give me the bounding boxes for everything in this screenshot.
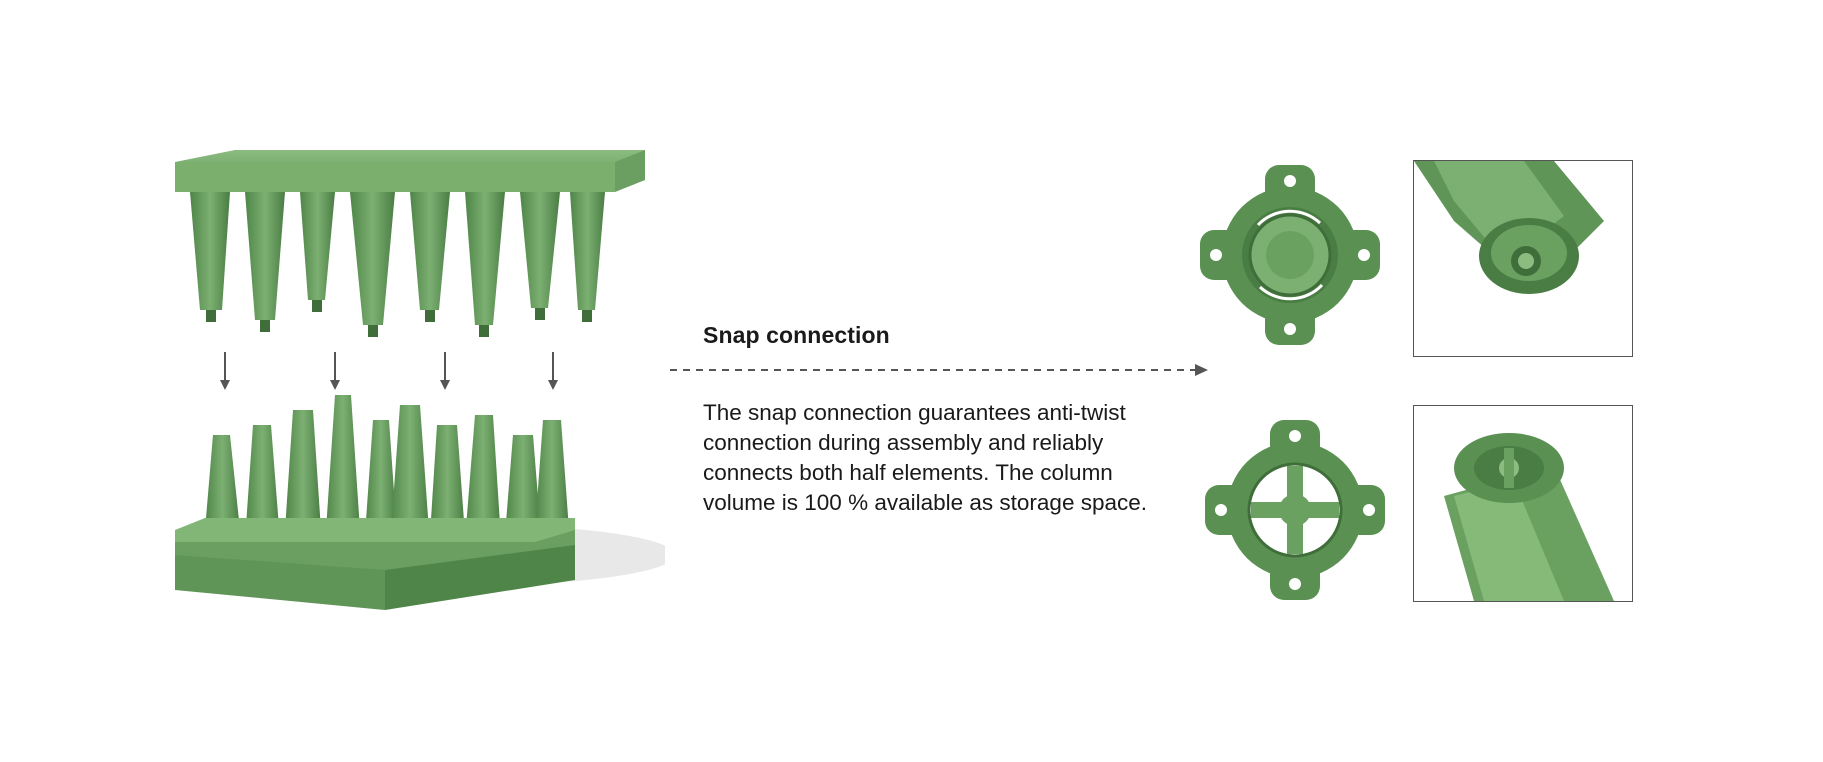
assembly-arrows xyxy=(220,352,558,390)
assembly-illustration xyxy=(175,150,665,610)
snap-detail-bottom-image xyxy=(1413,405,1633,602)
section-description: The snap connection guarantees anti-twis… xyxy=(703,400,1148,515)
snap-detail-top-image xyxy=(1413,160,1633,357)
snap-connector-top-icon xyxy=(1200,165,1380,345)
lower-half-element xyxy=(175,395,665,610)
section-title: Snap connection xyxy=(703,322,890,348)
upper-half-element xyxy=(175,150,645,337)
dashed-arrow xyxy=(670,364,1208,376)
column-end-closed-icon xyxy=(1414,161,1604,294)
column-end-open-icon xyxy=(1444,433,1614,601)
snap-connector-bottom-icon xyxy=(1205,420,1385,600)
